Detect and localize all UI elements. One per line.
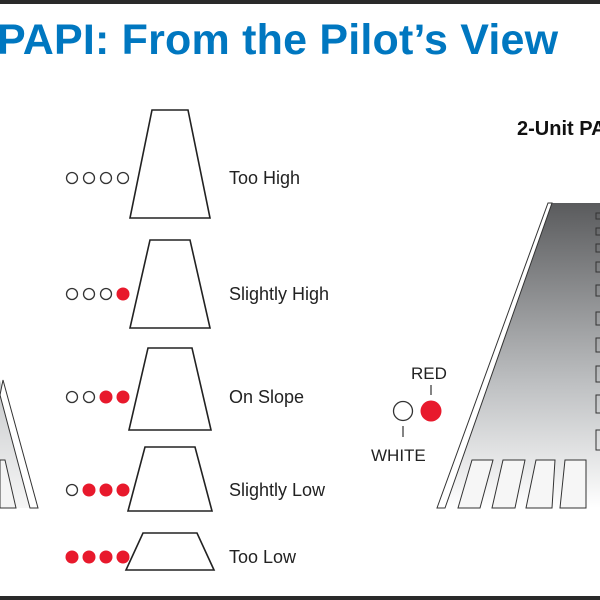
red-light-icon [116,390,130,404]
page-title: PAPI: From the Pilot’s View [0,16,559,64]
left-runway [0,379,39,509]
white-light-icon [82,390,96,404]
red-light-icon [82,550,96,564]
section-subtitle: 2-Unit PAPI [517,118,600,140]
indication-row: Slightly Low [65,446,326,512]
white-light-icon [65,287,79,301]
indication-row: Slightly High [65,239,329,329]
right-runway [436,202,600,509]
white-light-icon [82,287,96,301]
edge-light [595,311,600,326]
indication-label: On Slope [229,387,304,407]
red-light-icon [99,550,113,564]
edge-light [595,243,600,253]
edge-light [595,337,600,353]
indication-label: Too High [229,168,300,188]
edge-light [595,429,600,451]
white-light-icon [99,171,113,185]
edge-light [595,284,600,297]
white-light-icon [116,171,130,185]
white-light-icon [392,400,414,422]
red-light-icon [116,287,130,301]
red-light-icon [420,400,442,422]
indication-row: On Slope [65,347,304,431]
white-light-icon [65,390,79,404]
runway-outline [128,239,212,329]
white-light-icon [99,287,113,301]
indication-row: Too Low [65,532,297,571]
runway-outline [126,446,214,512]
white-light-icon [65,483,79,497]
indication-row: Too High [65,109,300,219]
runway-edge-lights [595,212,600,451]
indication-label: Slightly High [229,284,329,304]
red-label: RED [411,364,447,383]
red-light-icon [82,483,96,497]
light-color-legend: RED WHITE [371,364,447,465]
top-border [0,0,600,4]
red-light-icon [116,483,130,497]
red-light-icon [99,390,113,404]
edge-light [595,212,600,220]
runway-outline [129,109,211,219]
runway-outline [124,532,216,571]
red-light-icon [99,483,113,497]
indication-label: Slightly Low [229,480,326,500]
edge-light [595,261,600,273]
bottom-border [0,596,600,600]
edge-light [595,394,600,414]
edge-light [595,227,600,236]
red-light-icon [65,550,79,564]
red-light-icon [116,550,130,564]
white-light-icon [65,171,79,185]
threshold-bars [457,459,587,509]
runway-outline [127,347,213,431]
indication-label: Too Low [229,547,297,567]
white-light-icon [82,171,96,185]
edge-light [595,365,600,383]
white-label: WHITE [371,446,426,465]
